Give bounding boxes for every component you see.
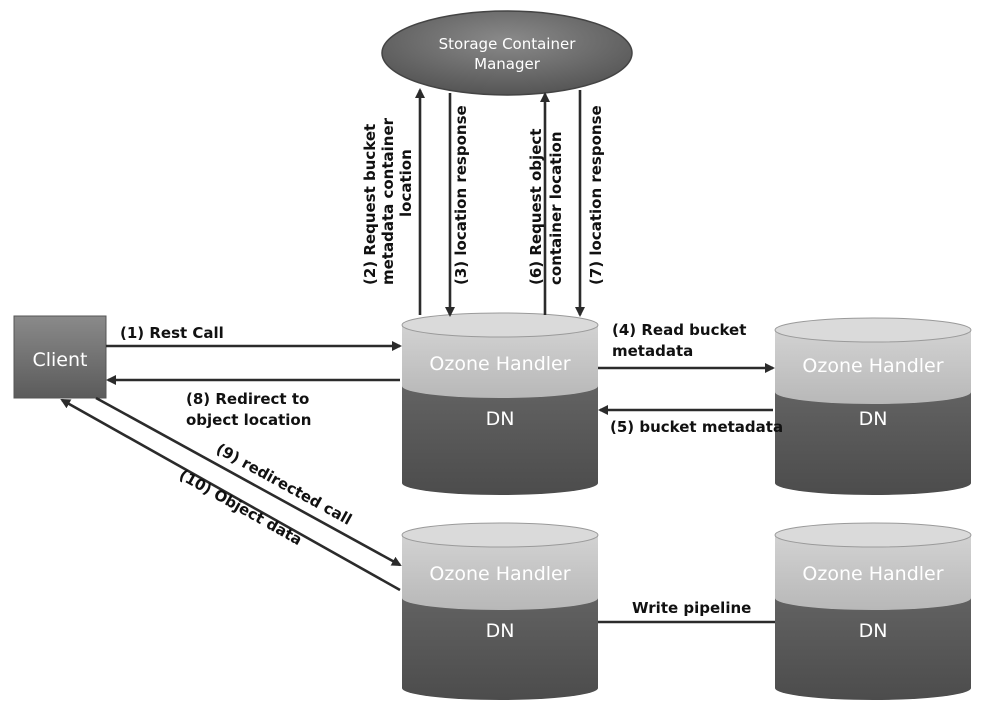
handler-main-top-label: Ozone Handler [429, 353, 570, 375]
client-label: Client [32, 349, 87, 371]
label-step-2: (2) Request bucket metadata container lo… [361, 117, 415, 285]
scm-label-line2: Manager [474, 55, 541, 73]
label-step-3: (3) location response [452, 105, 470, 285]
handler-main-bottom-label: DN [486, 408, 515, 430]
handler-replica-top-label: Ozone Handler [802, 563, 943, 585]
ozone-handler-main: Ozone Handler DN [401, 312, 599, 495]
scm-label-line1: Storage Container [439, 35, 577, 53]
ozone-handler-object: Ozone Handler DN [401, 522, 599, 700]
client-box: Client [13, 315, 107, 399]
svg-text:(2) Request bucket: (2) Request bucket [361, 124, 379, 285]
label-step-4-line2: metadata [612, 342, 693, 360]
svg-text:(3) location response: (3) location response [452, 105, 470, 285]
ozone-handler-replica: Ozone Handler DN [774, 522, 972, 700]
label-step-5: (5) bucket metadata [610, 418, 783, 436]
svg-text:container location: container location [547, 131, 565, 285]
svg-text:(9) redirected call: (9) redirected call [213, 440, 355, 529]
label-step-7: (7) location response [587, 105, 605, 285]
label-step-6: (6) Request object container location [527, 129, 565, 285]
arrow-step-10 [60, 398, 401, 592]
label-step-8-line2: object location [186, 411, 311, 429]
ozone-handler-metadata: Ozone Handler DN [774, 317, 972, 495]
label-step-9: (9) redirected call [213, 440, 355, 529]
handler-meta-top-label: Ozone Handler [802, 355, 943, 377]
handler-replica-bottom-label: DN [859, 620, 888, 642]
svg-text:location: location [397, 149, 415, 217]
label-step-4-line1: (4) Read bucket [612, 321, 746, 339]
label-step-8-line1: (8) Redirect to [186, 390, 309, 408]
handler-object-top-label: Ozone Handler [429, 563, 570, 585]
svg-text:metadata container: metadata container [379, 117, 397, 285]
storage-container-manager: Storage Container Manager [381, 10, 633, 96]
svg-text:(6) Request object: (6) Request object [527, 129, 545, 285]
handler-meta-bottom-label: DN [859, 408, 888, 430]
label-write-pipeline: Write pipeline [632, 599, 751, 617]
svg-text:(7) location response: (7) location response [587, 105, 605, 285]
handler-object-bottom-label: DN [486, 620, 515, 642]
arrow-step-9 [95, 396, 402, 567]
label-step-1: (1) Rest Call [120, 324, 224, 342]
